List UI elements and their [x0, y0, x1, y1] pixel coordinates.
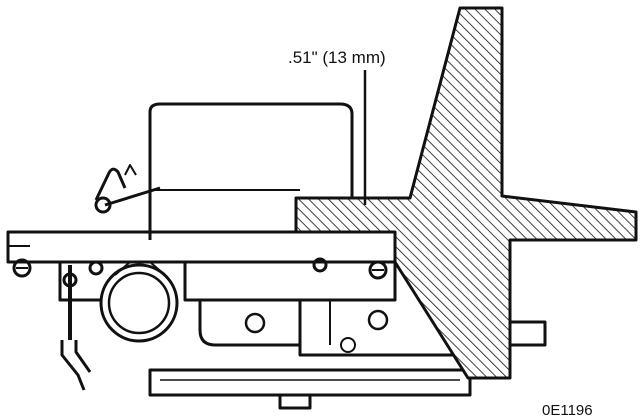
float-gauge-tool: [294, 6, 638, 380]
flange-plate: [6, 230, 397, 264]
base-plate: [148, 368, 472, 397]
throttle-linkage: [60, 265, 92, 391]
dimension-label: .51" (13 mm): [288, 48, 386, 67]
choke-lever: [94, 164, 161, 214]
air-horn-housing: [148, 102, 354, 240]
carburetor-body: [6, 102, 547, 410]
fuel-inlet-fitting: [99, 261, 179, 343]
figure-id: 0E1196: [542, 402, 593, 419]
screws: [12, 257, 388, 280]
